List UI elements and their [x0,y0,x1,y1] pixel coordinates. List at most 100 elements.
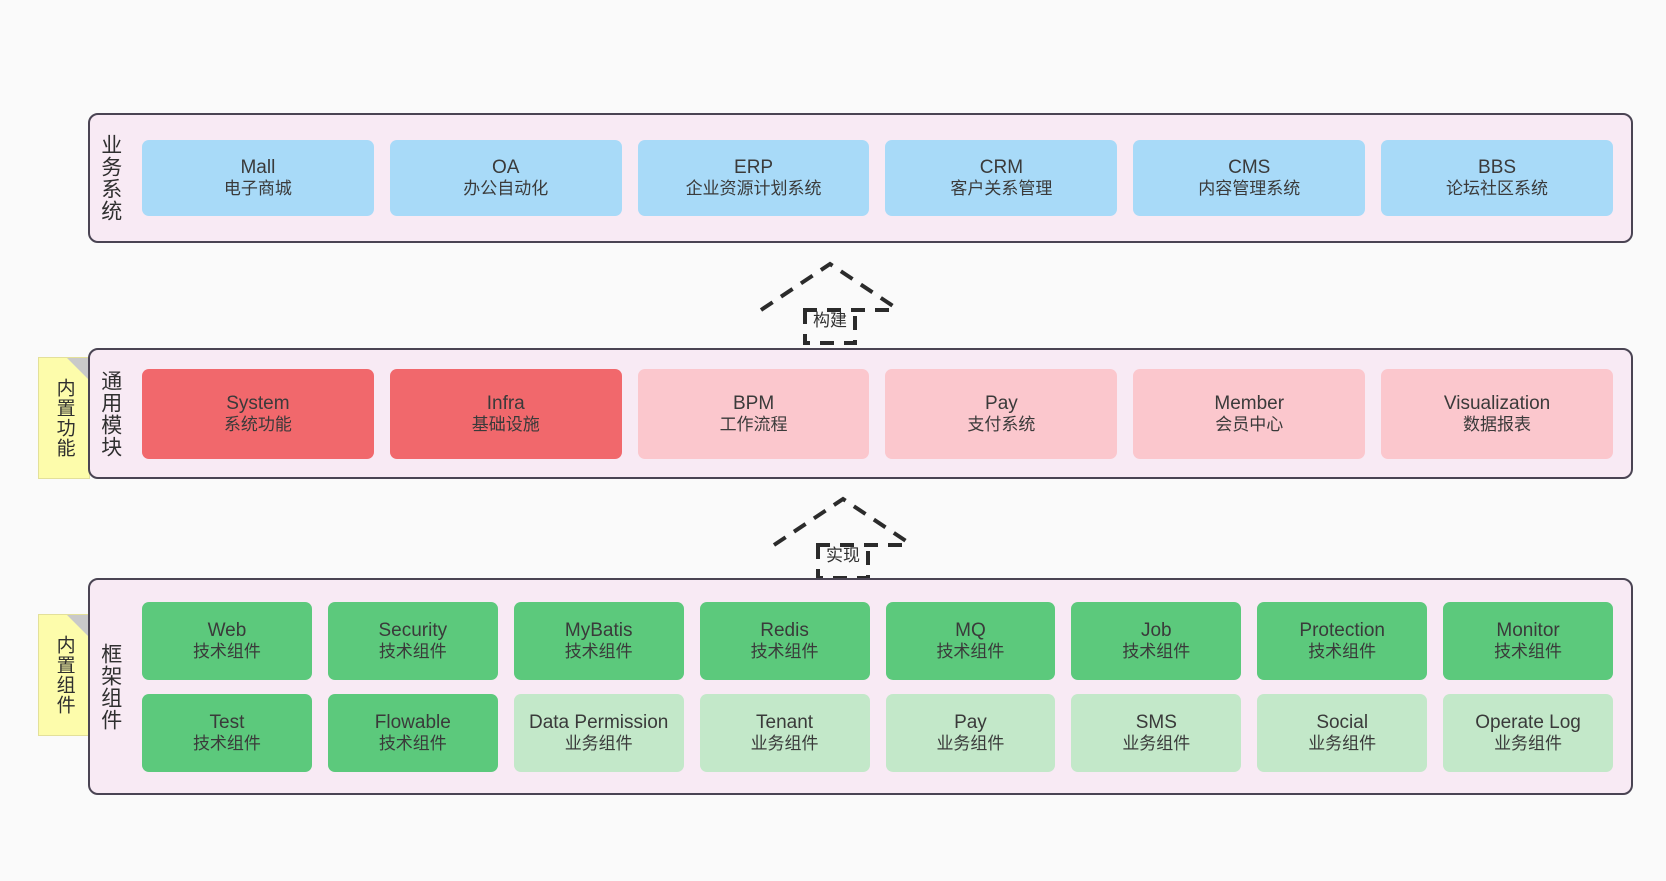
card-subtitle: 技术组件 [378,733,447,753]
card-subtitle: 业务组件 [1494,733,1563,753]
connector-implement: 实现 [768,493,918,581]
card-title: Infra [486,392,525,414]
card-title: BPM [732,392,775,414]
card-title: Protection [1299,619,1385,641]
card-row: System 系统功能 Infra 基础设施 BPM 工作流程 Pay 支付系统… [134,368,1621,459]
card-oa[interactable]: OA 办公自动化 [389,140,622,216]
card-title: MyBatis [564,619,633,641]
card-subtitle: 内容管理系统 [1198,179,1301,199]
card-title: Flowable [374,711,451,733]
card-visualization[interactable]: Visualization 数据报表 [1381,368,1613,459]
card-mall[interactable]: Mall 电子商城 [142,140,374,216]
card-bbs[interactable]: BBS 论坛社区系统 [1381,140,1613,216]
card-title: Pay [985,392,1018,414]
card-title: Data Permission [528,711,669,733]
card-erp[interactable]: ERP 企业资源计划系统 [637,140,870,216]
card-title: BBS [1478,157,1517,179]
card-subtitle: 技术组件 [564,641,633,661]
card-title: Mall [240,157,276,179]
card-operate-log[interactable]: Operate Log 业务组件 [1443,693,1613,772]
card-title: System [226,392,290,414]
fold-corner-icon [67,358,89,380]
card-cms[interactable]: CMS 内容管理系统 [1133,140,1366,216]
card-social[interactable]: Social 业务组件 [1257,693,1428,772]
card-title: SMS [1135,711,1177,733]
card-title: Visualization [1443,392,1551,414]
card-crm[interactable]: CRM 客户关系管理 [885,140,1118,216]
card-title: Operate Log [1475,711,1581,733]
layer-title-business-systems: 业务系统 [98,134,122,222]
card-subtitle: 技术组件 [1494,641,1563,661]
card-redis[interactable]: Redis 技术组件 [699,601,870,680]
card-member[interactable]: Member 会员中心 [1133,368,1366,459]
layer-title-framework-components: 框架组件 [98,642,122,731]
card-subtitle: 业务组件 [564,733,633,753]
card-subtitle: 基础设施 [471,414,540,434]
card-title: OA [492,157,520,179]
connector-implement-label: 实现 [826,546,860,565]
sticky-note-label: 内置功能 [53,378,75,458]
connector-build-label: 构建 [813,311,847,330]
card-subtitle: 技术组件 [750,641,819,661]
card-infra[interactable]: Infra 基础设施 [389,368,622,459]
card-title: Member [1214,392,1285,414]
card-subtitle: 会员中心 [1215,414,1284,434]
card-row: Web 技术组件 Security 技术组件 MyBatis 技术组件 Redi… [134,601,1621,680]
card-title: Tenant [756,711,814,733]
card-pay-business[interactable]: Pay 业务组件 [885,693,1056,772]
card-bpm[interactable]: BPM 工作流程 [637,368,870,459]
card-title: CMS [1228,157,1271,179]
card-sms[interactable]: SMS 业务组件 [1071,693,1242,772]
card-subtitle: 技术组件 [192,641,261,661]
card-subtitle: 技术组件 [936,641,1005,661]
card-subtitle: 业务组件 [936,733,1005,753]
card-subtitle: 论坛社区系统 [1446,179,1549,199]
sticky-note-label: 内置组件 [53,635,75,715]
card-flowable[interactable]: Flowable 技术组件 [327,693,498,772]
card-subtitle: 数据报表 [1463,414,1532,434]
card-test[interactable]: Test 技术组件 [142,693,312,772]
sticky-note-builtin-components[interactable]: 内置组件 [38,614,90,736]
card-title: CRM [979,157,1024,179]
card-subtitle: 企业资源计划系统 [685,179,822,199]
card-title: Redis [760,619,809,641]
card-security[interactable]: Security 技术组件 [327,601,498,680]
card-title: Test [209,711,245,733]
card-data-permission[interactable]: Data Permission 业务组件 [513,693,684,772]
card-title: Social [1316,711,1369,733]
card-rows: Web 技术组件 Security 技术组件 MyBatis 技术组件 Redi… [134,601,1621,772]
card-job[interactable]: Job 技术组件 [1071,601,1242,680]
card-web[interactable]: Web 技术组件 [142,601,312,680]
layer-common-modules: 通用模块 System 系统功能 Infra 基础设施 BPM 工作流程 Pay… [88,348,1633,479]
card-title: MQ [955,619,986,641]
card-subtitle: 客户关系管理 [950,179,1053,199]
card-pay[interactable]: Pay 支付系统 [885,368,1118,459]
layer-framework-components: 框架组件 Web 技术组件 Security 技术组件 MyBatis 技术组件… [88,578,1633,795]
connector-build: 构建 [755,258,905,346]
card-subtitle: 业务组件 [1122,733,1191,753]
card-subtitle: 技术组件 [1308,641,1377,661]
card-row: Mall 电子商城 OA 办公自动化 ERP 企业资源计划系统 CRM 客户关系… [134,140,1621,216]
build-arrow-icon [759,261,901,345]
card-subtitle: 技术组件 [1122,641,1191,661]
card-mq[interactable]: MQ 技术组件 [885,601,1056,680]
card-protection[interactable]: Protection 技术组件 [1257,601,1428,680]
layer-body-business-systems: Mall 电子商城 OA 办公自动化 ERP 企业资源计划系统 CRM 客户关系… [130,115,1631,241]
card-subtitle: 技术组件 [378,641,447,661]
card-tenant[interactable]: Tenant 业务组件 [699,693,870,772]
layer-title-common-modules: 通用模块 [98,369,122,458]
sticky-note-builtin-features[interactable]: 内置功能 [38,357,90,479]
card-title: ERP [734,157,774,179]
card-mybatis[interactable]: MyBatis 技术组件 [513,601,684,680]
layer-business-systems: 业务系统 Mall 电子商城 OA 办公自动化 ERP 企业资源计划系统 CRM… [88,113,1633,243]
card-monitor[interactable]: Monitor 技术组件 [1443,601,1613,680]
card-system[interactable]: System 系统功能 [142,368,374,459]
card-title: Security [378,619,448,641]
card-title: Pay [954,711,987,733]
card-subtitle: 系统功能 [223,414,292,434]
card-title: Monitor [1496,619,1560,641]
card-subtitle: 业务组件 [750,733,819,753]
card-subtitle: 技术组件 [192,733,261,753]
card-row: Test 技术组件 Flowable 技术组件 Data Permission … [134,693,1621,772]
fold-corner-icon [67,615,89,637]
